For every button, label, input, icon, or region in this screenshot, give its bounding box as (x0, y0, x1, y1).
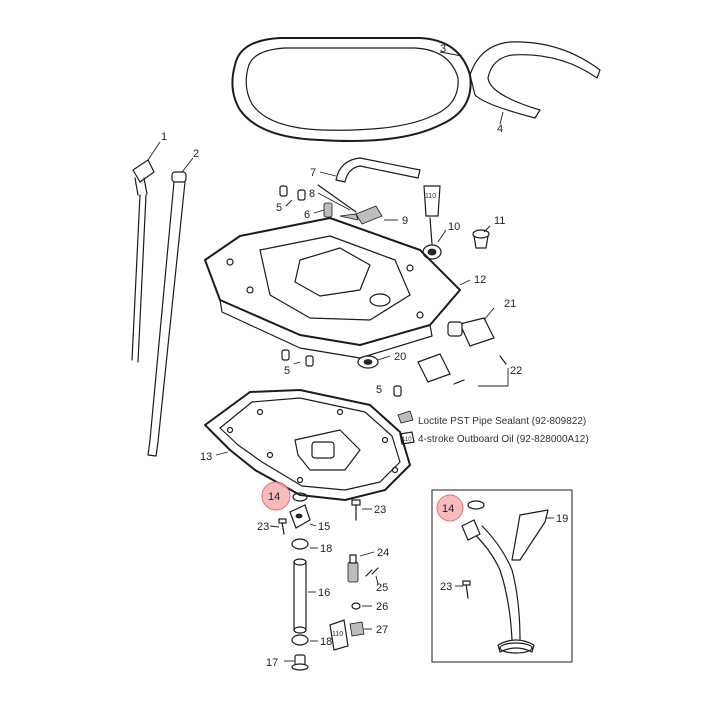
callout-5-low: 5 (376, 384, 382, 396)
callout-7: 7 (310, 167, 316, 179)
callout-8: 8 (309, 188, 315, 200)
callout-11: 11 (494, 215, 505, 227)
part-18-oring-lower (291, 634, 309, 646)
callout-16: 16 (318, 587, 330, 599)
inset-frame (431, 489, 573, 663)
legend-oil-text: 4-stroke Outboard Oil (92-828000A12) (418, 434, 589, 445)
part-25-clip (365, 567, 379, 577)
callout-15: 15 (318, 521, 330, 533)
part-21-flange (447, 317, 495, 347)
callout-3: 3 (440, 43, 446, 55)
callout-5-mid: 5 (284, 365, 290, 377)
callout-18-lower: 18 (320, 636, 332, 648)
part-6-fitting (323, 202, 333, 218)
highlight-14-inset (436, 494, 464, 522)
part-24-sleeve (347, 554, 359, 583)
callout-21: 21 (504, 298, 516, 310)
part-23-bolt-inset (462, 580, 471, 599)
part-1-dipstick (131, 159, 155, 363)
svg-text:110: 110 (402, 437, 412, 443)
part-17-fitting (291, 654, 309, 671)
legend-oil-row: 110 4-stroke Outboard Oil (92-828000A12) (399, 431, 589, 445)
part-19-pickup-tube (461, 509, 549, 654)
tube-8-code: 110 (425, 193, 436, 200)
callout-2: 2 (193, 148, 199, 160)
part-11-plug (472, 229, 490, 249)
callout-13: 13 (200, 451, 212, 463)
callout-22: 22 (510, 365, 522, 377)
part-3-cowl-seal (231, 37, 472, 142)
callout-9: 9 (402, 215, 408, 227)
part-20-seal (357, 355, 379, 369)
callout-1: 1 (161, 131, 167, 143)
part-26-oil-tube: 110 (329, 602, 361, 651)
callout-24: 24 (377, 547, 389, 559)
callout-4: 4 (497, 123, 503, 135)
part-8-tube: 110 (317, 184, 441, 217)
callout-17: 17 (266, 657, 278, 669)
part-4-seal-strip (469, 41, 601, 119)
callout-10: 10 (448, 221, 460, 233)
part-12-adapter-plate (204, 217, 461, 359)
part-5-dowel-pin-low (393, 385, 402, 397)
part-7-hose (335, 157, 421, 183)
callout-23-left: 23 (257, 521, 269, 533)
callout-25: 25 (376, 582, 388, 594)
callout-18-upper: 18 (320, 543, 332, 555)
part-5-dowel-pins-mid (281, 349, 314, 367)
callout-14-main: 14 (268, 491, 280, 503)
highlight-14-main (261, 481, 291, 511)
part-14-oring-inset (467, 500, 485, 510)
callout-6: 6 (304, 209, 310, 221)
part-15-pickup (289, 504, 311, 529)
part-23-bolt-left (278, 518, 287, 535)
callout-27: 27 (376, 624, 388, 636)
part-13-gasket (204, 389, 411, 501)
callout-20: 20 (394, 351, 406, 363)
callout-5-top: 5 (276, 202, 282, 214)
callout-26: 26 (376, 601, 388, 613)
legend-sealant-text: Loctite PST Pipe Sealant (92-809822) (418, 416, 586, 427)
tube-26-code: 110 (332, 631, 343, 638)
part-14-oring-main (292, 492, 308, 502)
callout-12: 12 (474, 274, 486, 286)
callout-23-inset: 23 (440, 581, 452, 593)
part-9-sealant (339, 205, 383, 225)
callout-19: 19 (556, 513, 568, 525)
part-5-dowel-pins-top (279, 185, 306, 201)
sealant-tube-icon (397, 410, 414, 424)
legend-sealant-row: Loctite PST Pipe Sealant (92-809822) (397, 410, 586, 427)
part-2-dipstick-tube (147, 171, 187, 457)
part-22-flange-assembly (417, 353, 507, 385)
part-27-sealant-tube (349, 621, 365, 637)
callout-14-inset: 14 (442, 503, 454, 515)
part-16-tube (293, 558, 307, 634)
callout-23-right: 23 (374, 504, 386, 516)
part-23-bolt-right (351, 499, 361, 521)
part-10-grommet (422, 217, 442, 260)
legend: Loctite PST Pipe Sealant (92-809822) 110… (397, 410, 589, 445)
part-18-oring-upper (291, 538, 309, 550)
